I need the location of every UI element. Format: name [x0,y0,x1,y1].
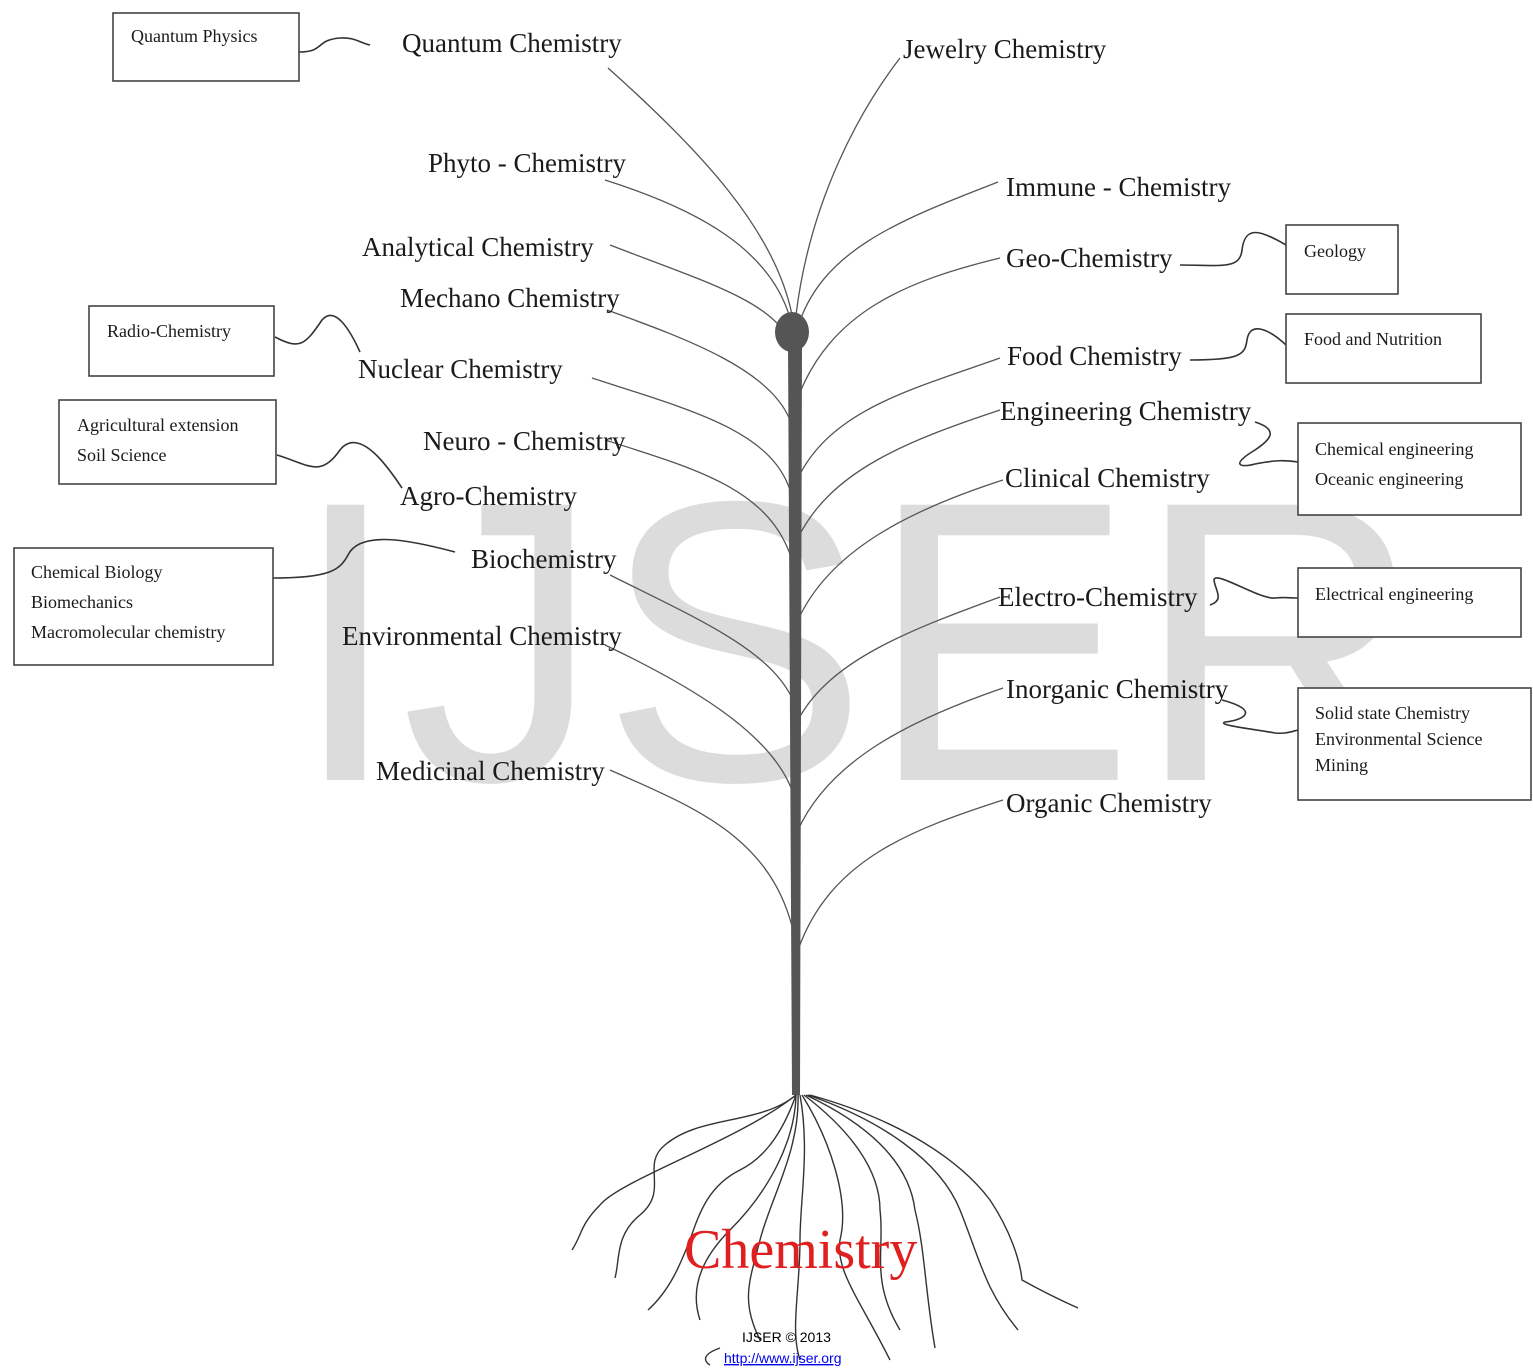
label-agro-chemistry: Agro-Chemistry [400,481,577,511]
right-labels: Jewelry Chemistry Immune - Chemistry Geo… [903,34,1252,818]
box-biology-line-1: Chemical Biology [31,562,162,582]
watermark: IJSER [290,418,1424,865]
box-engineering: Chemical engineering Oceanic engineering [1297,422,1522,516]
label-biochemistry: Biochemistry [471,544,617,574]
branch-bio [609,574,794,701]
box-engineering-line-2: Oceanic engineering [1315,469,1463,489]
box-radio-chemistry-line-1: Radio-Chemistry [107,321,231,341]
branch-neuro [604,439,793,561]
footer-copyright: IJSER © 2013 [742,1329,831,1345]
box-radio-chemistry: Radio-Chemistry [88,305,275,377]
label-food-chemistry: Food Chemistry [1007,341,1182,371]
label-phyto-chemistry: Phyto - Chemistry [428,148,627,178]
label-analytical-chemistry: Analytical Chemistry [362,232,594,262]
tree-bulb [775,312,809,352]
branch-geo [796,257,1001,401]
label-clinical-chemistry: Clinical Chemistry [1005,463,1210,493]
box-biology: Chemical Biology Biomechanics Macromolec… [13,547,274,666]
tree-roots [571,1094,1079,1366]
label-organic-chemistry: Organic Chemistry [1006,788,1212,818]
box-quantum-physics: Quantum Physics [112,12,300,82]
box-geology-line-1: Geology [1304,241,1366,261]
branch-mechano [606,309,791,421]
box-agriculture: Agricultural extension Soil Science [58,399,277,485]
branch-nuclear [591,377,791,491]
label-engineering-chemistry: Engineering Chemistry [1000,396,1252,426]
label-electro-chemistry: Electro-Chemistry [998,582,1198,612]
diagram-title: Chemistry [684,1219,917,1281]
label-nuclear-chemistry: Nuclear Chemistry [358,354,563,384]
branch-inorganic [797,687,1004,831]
branch-immune [796,181,999,331]
branch-environmental [604,644,796,801]
box-quantum-physics-line-1: Quantum Physics [131,26,258,46]
box-biology-line-3: Macromolecular chemistry [31,622,225,642]
label-geo-chemistry: Geo-Chemistry [1006,243,1173,273]
box-electrical-line-1: Electrical engineering [1315,584,1473,604]
box-food-nutrition-line-1: Food and Nutrition [1304,329,1442,349]
label-medicinal-chemistry: Medicinal Chemistry [376,756,605,786]
label-jewelry-chemistry: Jewelry Chemistry [903,34,1107,64]
branch-food [796,357,1001,481]
box-agriculture-line-2: Soil Science [77,445,166,465]
box-inorganic-related-line-2: Environmental Science [1315,729,1482,749]
branch-analytical [609,244,790,341]
label-mechano-chemistry: Mechano Chemistry [400,283,620,313]
branch-medicinal [609,769,798,951]
branch-quantum [607,67,793,316]
left-branches [591,67,798,951]
branch-clinical [797,479,1004,621]
right-branches [795,57,1004,951]
box-inorganic-related-line-1: Solid state Chemistry [1315,703,1470,723]
footer-url-link[interactable]: http://www.ijser.org [724,1350,842,1366]
tree-trunk [788,345,802,1095]
label-environmental-chemistry: Environmental Chemistry [342,621,622,651]
box-inorganic-related: Solid state Chemistry Environmental Scie… [1297,687,1532,801]
branch-phyto [604,179,791,319]
box-electrical: Electrical engineering [1297,567,1522,638]
branch-engineering [796,409,1001,541]
box-geology: Geology [1285,224,1399,295]
box-connectors [272,37,1299,735]
branch-organic [797,799,1004,951]
branch-jewelry [795,57,901,316]
label-immune-chemistry: Immune - Chemistry [1006,172,1231,202]
label-quantum-chemistry: Quantum Chemistry [402,28,622,58]
box-inorganic-related-line-3: Mining [1315,755,1368,775]
box-food-nutrition: Food and Nutrition [1285,313,1482,384]
branch-electro [797,596,1001,721]
label-inorganic-chemistry: Inorganic Chemistry [1006,674,1229,704]
left-labels: Quantum Chemistry Phyto - Chemistry Anal… [342,28,627,786]
box-biology-line-2: Biomechanics [31,592,133,612]
box-engineering-line-1: Chemical engineering [1315,439,1473,459]
box-agriculture-line-1: Agricultural extension [77,415,238,435]
label-neuro-chemistry: Neuro - Chemistry [423,426,626,456]
